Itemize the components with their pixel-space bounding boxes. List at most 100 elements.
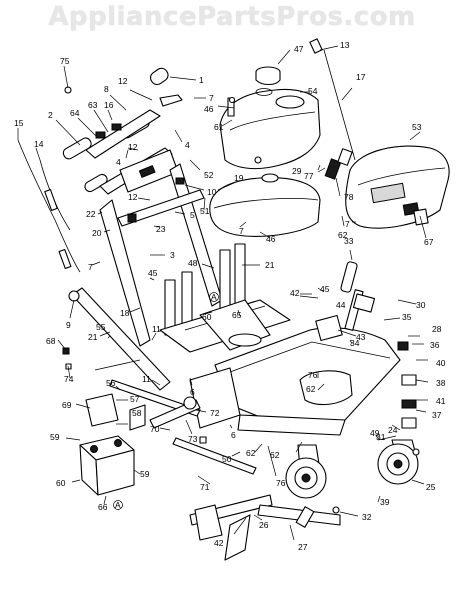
callout-label: A: [115, 500, 121, 510]
callout-label: 37: [432, 410, 442, 420]
callout-label: 48: [188, 258, 198, 268]
callout-label: 29: [292, 166, 302, 176]
callout-label: 9: [66, 320, 71, 330]
callout-label: 62: [338, 230, 348, 240]
callout-label: 62: [306, 384, 316, 394]
callout-label: 55: [96, 322, 106, 332]
watermark-title: AppliancePartsPros.com: [48, 2, 416, 32]
callout-label: 2: [48, 110, 53, 120]
handle-assembly: [62, 67, 223, 347]
callout-label: 33: [344, 236, 354, 246]
callout-label: 50: [222, 454, 232, 464]
callout-label: 42: [214, 538, 224, 548]
callout-label: 63: [88, 100, 98, 110]
callout-label: 43: [356, 332, 366, 342]
callout-label: 71: [200, 482, 210, 492]
callout-label: 67: [424, 237, 434, 247]
callout-label: 59: [140, 469, 150, 479]
callout-label: 36: [430, 340, 440, 350]
callout-label: 7: [209, 93, 214, 103]
battery: [79, 393, 135, 496]
callout-label: 4: [185, 140, 190, 150]
callout-label: 11: [152, 324, 161, 334]
pedal-assembly: [189, 494, 341, 561]
callout-label: 72: [210, 408, 220, 418]
callout-label: 45: [148, 268, 158, 278]
callout-label: 20: [92, 228, 102, 238]
callout-label: 52: [204, 170, 214, 180]
callout-label: 73: [188, 434, 198, 444]
callout-label: 16: [104, 100, 114, 110]
steering-linkage: [315, 261, 417, 429]
callout-label: 5: [190, 210, 195, 220]
callout-label: 14: [34, 139, 44, 149]
callout-label: 24: [388, 425, 398, 435]
callout-label: 66: [98, 502, 108, 512]
callout-label: 69: [62, 400, 72, 410]
front-caster-left: [285, 444, 327, 499]
callout-label: 19: [234, 173, 244, 183]
control-cables: [17, 139, 171, 391]
callout-label: 13: [340, 40, 350, 50]
callout-label: 7: [88, 262, 93, 272]
callout-label: 4: [116, 157, 121, 167]
callout-label: 40: [436, 358, 446, 368]
callout-label: 77: [304, 171, 314, 181]
callout-label: 60: [56, 478, 66, 488]
fuel-tank: [219, 66, 321, 170]
callout-label: 1: [199, 75, 204, 85]
callout-label: 7: [239, 226, 244, 236]
callout-label: 53: [412, 122, 422, 132]
callout-label: 58: [132, 408, 142, 418]
callout-label: 25: [426, 482, 436, 492]
callout-label: A: [211, 292, 217, 302]
callout-label: 21: [265, 260, 275, 270]
callout-label: 57: [130, 394, 140, 404]
callout-label: 39: [380, 497, 390, 507]
callout-label: 18: [120, 308, 130, 318]
callout-label: 64: [70, 108, 80, 118]
callout-label: 65: [232, 310, 242, 320]
callout-label: 15: [14, 118, 24, 128]
callout-label: 61: [214, 122, 224, 132]
callout-label: 41: [436, 396, 446, 406]
callout-label: 44: [336, 300, 346, 310]
callout-label: 10: [207, 187, 217, 197]
callout-label: 70: [150, 424, 160, 434]
callout-label: 12: [128, 142, 138, 152]
callout-label: 21: [88, 332, 98, 342]
callout-label: 76: [276, 478, 286, 488]
callout-label: 12: [128, 192, 138, 202]
engine-shroud: [345, 145, 450, 229]
callout-label: 59: [50, 432, 60, 442]
callout-label: 6: [190, 387, 195, 397]
rods: [109, 379, 257, 475]
callout-label: 68: [46, 336, 56, 346]
callout-label: 47: [294, 44, 304, 54]
callout-label: 45: [320, 284, 330, 294]
callout-label: 74: [64, 374, 74, 384]
callout-label: 26: [259, 520, 269, 530]
callout-label: 23: [156, 224, 166, 234]
callout-label: 12: [118, 76, 128, 86]
callout-label: 8: [104, 84, 109, 94]
callout-label: 31: [376, 432, 386, 442]
callout-label: 28: [432, 324, 442, 334]
callout-label: 62: [246, 448, 256, 458]
callout-label: 3: [170, 250, 175, 260]
callout-label: 34: [350, 338, 360, 348]
callout-label: 56: [106, 378, 116, 388]
callout-label: 27: [298, 542, 308, 552]
callout-label: 51: [200, 206, 210, 216]
callout-label: 7: [345, 219, 350, 229]
front-caster-right: [377, 439, 419, 485]
callout-label: 6: [231, 430, 236, 440]
callout-label: 38: [436, 378, 446, 388]
callout-label: 78: [344, 192, 354, 202]
reservoir-tank: [209, 148, 353, 237]
deck-body: [189, 327, 401, 436]
callout-label: 17: [356, 72, 366, 82]
callout-label: 54: [308, 86, 318, 96]
callout-labels: 1 2 3 4 4 5 6 6 7 7 7 7 8 9 10 11 11 12: [14, 40, 446, 552]
